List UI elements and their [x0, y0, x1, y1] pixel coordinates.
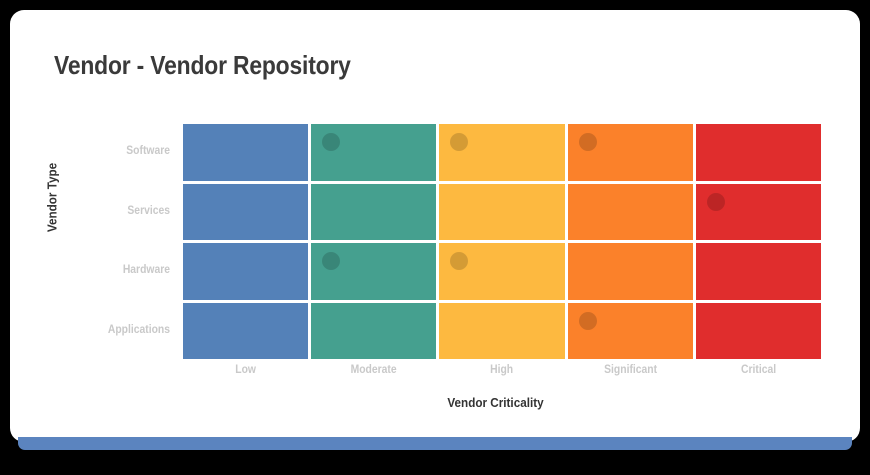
y-axis-tick-label: Services — [127, 204, 170, 217]
heatmap-grid — [183, 124, 821, 359]
heatmap-cell[interactable] — [695, 124, 821, 181]
x-axis-title: Vendor Criticality — [447, 395, 544, 410]
heatmap-cell[interactable] — [695, 183, 821, 240]
heatmap-marker-bubble[interactable] — [706, 192, 725, 211]
heatmap-marker-bubble[interactable] — [450, 252, 469, 270]
heatmap-cell[interactable] — [439, 183, 565, 240]
heatmap-marker-bubble[interactable] — [578, 311, 597, 330]
x-axis-tick-label: Significant — [603, 364, 657, 376]
card-footer-accent-bar — [18, 437, 852, 450]
y-axis-title: Vendor Type — [44, 162, 60, 233]
y-axis-tick-label: Applications — [107, 323, 170, 336]
heatmap-cell[interactable] — [695, 243, 821, 300]
heatmap-marker-bubble[interactable] — [578, 133, 597, 151]
heatmap-cell[interactable] — [311, 243, 437, 300]
heatmap-cell[interactable] — [183, 302, 309, 359]
x-axis-tick-label: Moderate — [350, 364, 397, 376]
page-title: Vendor - Vendor Repository — [54, 50, 351, 80]
x-axis-tick-label: Low — [235, 364, 256, 376]
heatmap-cell[interactable] — [439, 302, 565, 359]
heatmap-cell[interactable] — [567, 302, 693, 359]
heatmap-cell[interactable] — [183, 124, 309, 181]
heatmap-marker-bubble[interactable] — [450, 133, 469, 151]
heatmap-cell[interactable] — [311, 124, 437, 181]
heatmap-cell[interactable] — [183, 243, 309, 300]
heatmap-marker-bubble[interactable] — [322, 133, 341, 151]
y-axis-tick-label: Software — [126, 145, 170, 158]
x-axis-tick-label: High — [490, 364, 514, 376]
heatmap-cell[interactable] — [567, 124, 693, 181]
chart-card: Vendor - Vendor Repository Vendor Type S… — [10, 10, 860, 442]
heatmap-marker-bubble[interactable] — [322, 252, 341, 270]
y-axis-tick-label: Hardware — [122, 264, 170, 277]
heatmap-cell[interactable] — [439, 243, 565, 300]
heatmap-cell[interactable] — [311, 183, 437, 240]
heatmap-cell[interactable] — [439, 124, 565, 181]
heatmap-cell[interactable] — [311, 302, 437, 359]
heatmap-cell[interactable] — [695, 302, 821, 359]
heatmap-cell[interactable] — [183, 183, 309, 240]
heatmap-cell[interactable] — [567, 243, 693, 300]
x-axis-tick-label: Critical — [740, 364, 776, 376]
x-axis-tick-labels: Low Moderate High Significant Critical — [173, 364, 821, 384]
heatmap-cell[interactable] — [567, 183, 693, 240]
